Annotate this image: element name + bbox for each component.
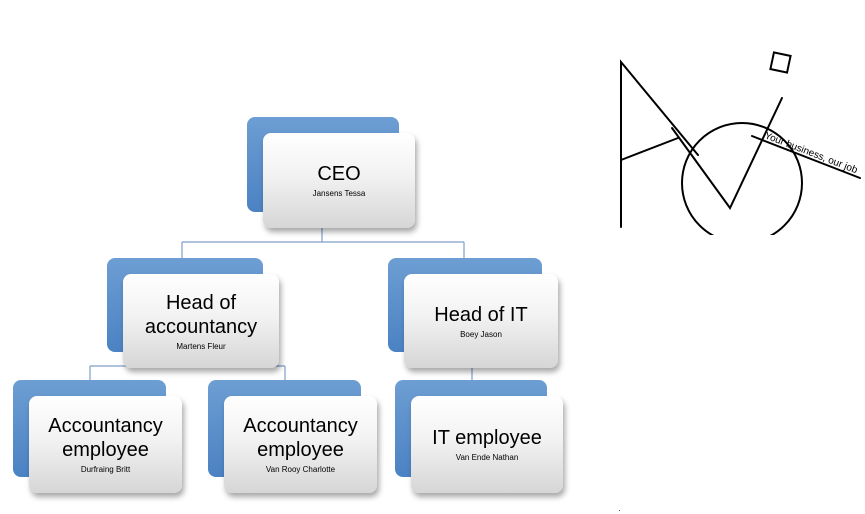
page-dot xyxy=(619,510,620,511)
node-head-accountancy: Head of accountancy Martens Fleur xyxy=(107,258,279,368)
node-accountancy-employee-1: Accountancy employee Durfraing Britt xyxy=(13,380,182,493)
node-person: Durfraing Britt xyxy=(80,465,131,474)
node-person: Boey Jason xyxy=(460,329,502,339)
node-title: Accountancy employee xyxy=(48,415,163,461)
node-person: Van Rooy Charlotte xyxy=(265,465,336,474)
node-person: Martens Fleur xyxy=(176,341,226,351)
node-ceo: CEO Jansens Tessa xyxy=(247,117,415,228)
node-accountancy-employee-2: Accountancy employee Van Rooy Charlotte xyxy=(208,380,377,493)
logo-tagline: Your business, our job xyxy=(763,131,859,177)
node-head-it: Head of IT Boey Jason xyxy=(388,258,558,368)
node-title: Accountancy employee xyxy=(243,415,358,461)
node-title: CEO xyxy=(317,163,361,185)
node-person: Jansens Tessa xyxy=(312,189,366,198)
node-title: IT employee xyxy=(432,427,542,449)
node-title: Head of IT xyxy=(434,303,528,326)
node-it-employee: IT employee Van Ende Nathan xyxy=(395,380,563,493)
company-logo: Your business, our job xyxy=(620,51,861,235)
node-person: Van Ende Nathan xyxy=(455,453,519,462)
node-title: Head of accountancy xyxy=(144,291,258,338)
